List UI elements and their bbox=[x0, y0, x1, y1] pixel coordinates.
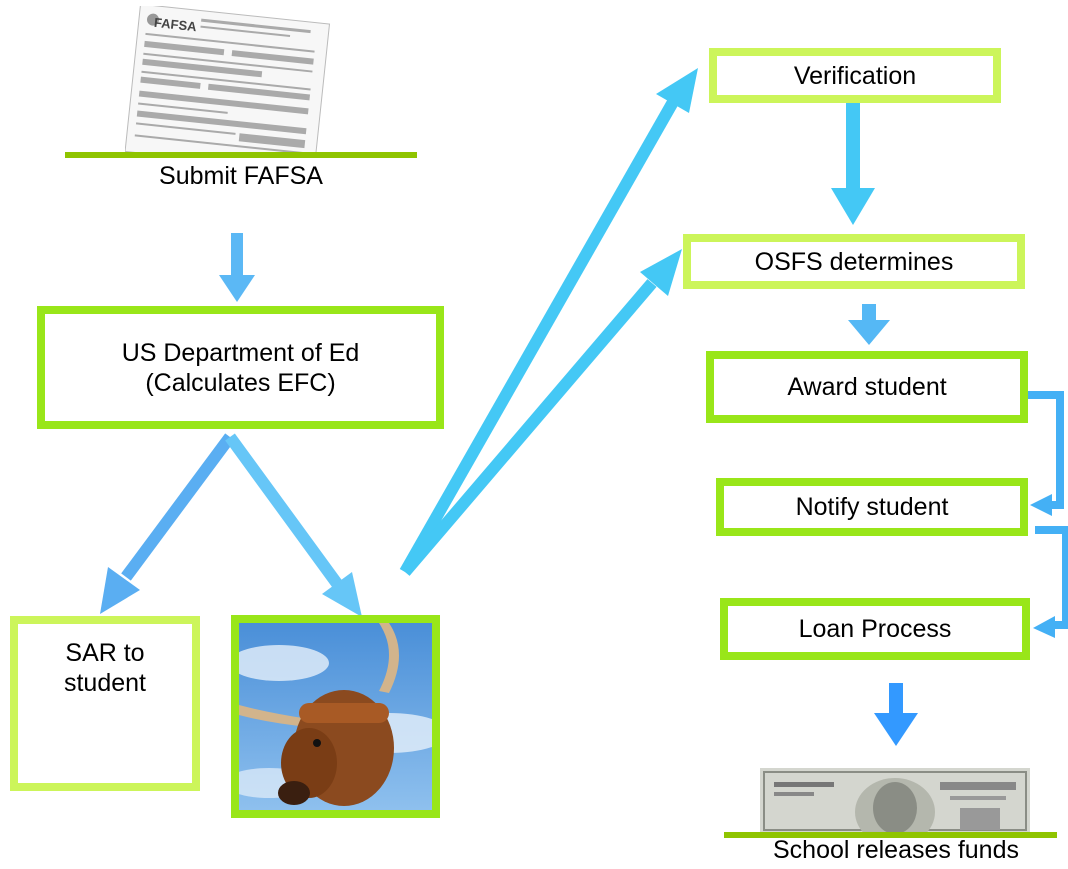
loan-label: Loan Process bbox=[798, 615, 952, 643]
dollar-bill-image bbox=[760, 768, 1030, 834]
sar-label-line2: student bbox=[63, 669, 146, 697]
us-department-label: US Department of Ed bbox=[121, 338, 360, 367]
osfs-label: OSFS determines bbox=[754, 247, 954, 276]
arrow-award-to-notify bbox=[1025, 391, 1064, 516]
fafsa-form-image bbox=[125, 6, 331, 156]
arrow-verification-to-osfs bbox=[831, 102, 875, 225]
submit-underline bbox=[65, 152, 417, 158]
notify-label: Notify student bbox=[795, 493, 949, 521]
submit-fafsa-label: Submit FAFSA bbox=[159, 162, 323, 190]
notify-box: Notify student bbox=[716, 478, 1028, 536]
arrow-to-osfs bbox=[400, 249, 682, 576]
verification-label: Verification bbox=[793, 61, 917, 90]
longhorn-image bbox=[239, 623, 432, 810]
award-label: Award student bbox=[787, 373, 947, 401]
arrow-usdept-to-longhorn bbox=[225, 433, 362, 617]
release-label: School releases funds bbox=[773, 836, 1019, 864]
sar-box: SAR to student bbox=[10, 616, 200, 791]
sar-label-line1: SAR to bbox=[65, 639, 145, 667]
arrow-osfs-to-award bbox=[848, 304, 890, 345]
arrow-to-verification bbox=[399, 68, 698, 575]
us-department-box: US Department of Ed (Calculates EFC) bbox=[37, 306, 444, 429]
loan-box: Loan Process bbox=[720, 598, 1030, 660]
calculates-efc-label: (Calculates EFC) bbox=[145, 368, 336, 397]
longhorn-box bbox=[231, 615, 440, 818]
release-underline bbox=[724, 832, 1057, 838]
arrow-notify-to-loan bbox=[1033, 526, 1068, 638]
award-box: Award student bbox=[706, 351, 1028, 423]
osfs-box: OSFS determines bbox=[683, 234, 1025, 289]
verification-box: Verification bbox=[709, 48, 1001, 103]
arrow-submit-to-usdept bbox=[219, 233, 255, 302]
arrow-usdept-to-sar bbox=[100, 433, 235, 614]
arrow-loan-to-release bbox=[874, 683, 918, 746]
